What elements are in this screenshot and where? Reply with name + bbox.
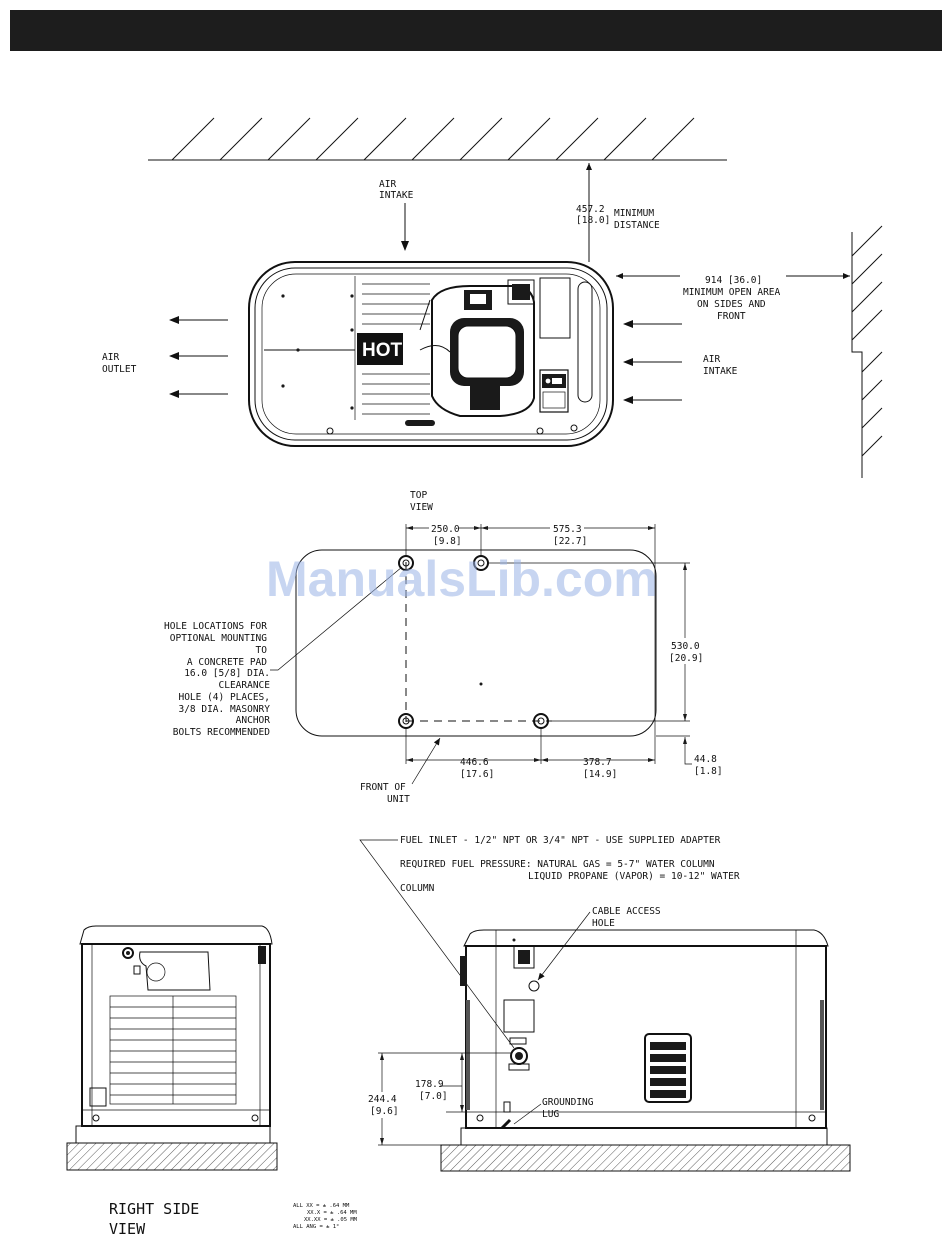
front-of-unit-2: UNIT [387,794,410,805]
air-intake-right-label-1: AIR [703,354,720,365]
hole-note-4: A CONCRETE PAD [187,657,267,668]
min-distance-label-1: MINIMUM [614,208,654,219]
grounding-label-2: LUG [542,1109,559,1120]
dim-244-inch: [9.6] [370,1106,399,1117]
top-view: AIR INTAKE 457.2 [18.0] MINIMUM DISTANCE… [102,117,883,513]
dim-530-value: 530.0 [671,641,700,652]
dim-178-value: 178.9 [415,1079,444,1090]
dim-178-inch: [7.0] [419,1091,448,1102]
right-side-view: RIGHT SIDE VIEW [66,925,278,1238]
hot-label: HOT [362,340,403,361]
header-bar [10,10,942,51]
fuel-inlet-note: FUEL INLET - 1/2" NPT OR 3/4" NPT - USE … [400,835,721,846]
dim-378-inch: [14.9] [583,769,617,780]
min-distance-value-1: 457.2 [576,204,605,215]
tolerance-1: ALL XX = ± .64 MM [293,1203,350,1209]
open-area-value: 914 [36.0] [705,275,762,286]
dim-44-inch: [1.8] [694,766,723,777]
top-view-label-2: VIEW [410,502,433,513]
grounding-label-1: GROUNDING [542,1097,594,1108]
dim-244-value: 244.4 [368,1094,397,1105]
louver-grille [109,995,237,1105]
min-distance-value-2: [18.0] [576,215,610,226]
hole-note-7: HOLE (4) PLACES, [178,692,270,703]
open-area-label-1: MINIMUM OPEN AREA [683,287,781,298]
cable-access-hole [528,980,540,992]
hole-note-1: HOLE LOCATIONS FOR [164,621,267,632]
dim-446-inch: [17.6] [460,769,494,780]
air-intake-right-label-2: INTAKE [703,366,738,377]
footprint-outline [295,549,657,737]
dim-575-value: 575.3 [553,524,582,535]
dim-446-value: 446.6 [460,757,489,768]
air-outlet-label-1: AIR [102,352,119,363]
tolerance-2: XX.X = ± .64 MM [307,1210,357,1216]
side-wall [851,225,883,478]
dim-378-value: 378.7 [583,757,612,768]
grounding-lug [500,1118,512,1130]
open-area-label-3: FRONT [717,311,746,322]
generator-top-body: HOT [248,261,614,447]
air-outlet-label-2: OUTLET [102,364,137,375]
tolerance-table: ALL XX = ± .64 MM XX.X = ± .64 MM XX.XX … [293,1203,358,1230]
hole-note-6: CLEARANCE [219,680,271,691]
dim-250-inch: [9.8] [433,536,462,547]
dim-250-value: 250.0 [431,524,460,535]
air-intake-top-label-1: AIR [379,179,396,190]
hole-note-2: OPTIONAL MOUNTING [170,633,268,644]
hot-warning-icon [357,333,403,365]
dim-575-inch: [22.7] [553,536,587,547]
hole-note-9: ANCHOR [236,715,271,726]
side-louver [644,1033,692,1103]
fuel-pressure-2: LIQUID PROPANE (VAPOR) = 10-12" WATER [528,871,740,882]
open-area-label-2: ON SIDES AND [697,299,766,310]
hole-note-8: 3/8 DIA. MASONRY [178,704,270,715]
top-view-label-1: TOP [410,490,427,501]
fuel-notes: FUEL INLET - 1/2" NPT OR 3/4" NPT - USE … [359,835,740,1049]
tolerance-4: ALL ANG = ± 1° [293,1224,339,1230]
front-side-view: CABLE ACCESS HOLE GROUNDING LUG 244.4 [9… [366,906,851,1172]
right-side-view-label-2: VIEW [109,1220,146,1238]
mounting-footprint: 250.0 [9.8] 575.3 [22.7] 530.0 [20.9] 44… [164,522,723,805]
air-intake-top-label-2: INTAKE [379,190,414,201]
fuel-pressure-3: COLUMN [400,883,435,894]
hole-note-10: BOLTS RECOMMENDED [173,727,271,738]
cable-access-label-1: CABLE ACCESS [592,906,661,917]
dim-530-inch: [20.9] [669,653,703,664]
hole-note-3: TO [256,645,268,656]
fuel-pressure-1: REQUIRED FUEL PRESSURE: NATURAL GAS = 5-… [400,859,715,870]
dim-44-value: 44.8 [694,754,717,765]
hole-note-5: 16.0 [5/8] DIA. [184,668,270,679]
right-side-view-label-1: RIGHT SIDE [109,1200,199,1218]
tolerance-3: XX.XX = ± .05 MM [304,1217,358,1223]
top-wall [148,117,727,161]
min-distance-label-2: DISTANCE [614,220,660,231]
front-of-unit-1: FRONT OF [360,782,406,793]
cable-access-label-2: HOLE [592,918,615,929]
watermark: ManualsLib.com [266,551,658,607]
